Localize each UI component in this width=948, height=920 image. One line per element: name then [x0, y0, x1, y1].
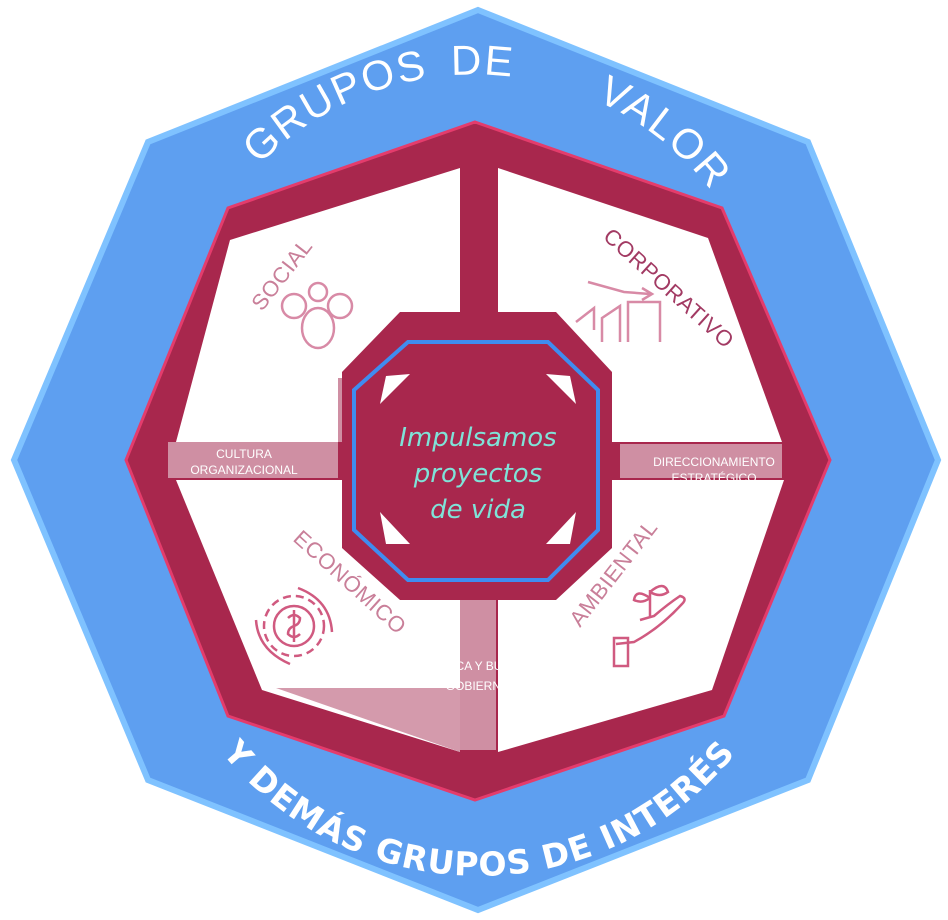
people-group-icon — [280, 281, 354, 350]
band-bottom-left-wedge — [276, 688, 460, 752]
band-bottom-line-2: GOBIERNO — [446, 679, 511, 693]
band-right-line-1: DIRECCIONAMIENTO — [653, 455, 775, 469]
band-bottom-line-1: ÉTICA Y BUEN — [437, 658, 519, 673]
center-corner-br — [546, 512, 576, 544]
growth-chart-icon — [575, 280, 662, 342]
money-gear-icon — [254, 586, 334, 666]
band-left — [168, 442, 338, 478]
plant-in-hand-icon — [612, 584, 686, 668]
center-octagon — [342, 312, 612, 600]
band-left-line-2: ORGANIZACIONAL — [190, 463, 298, 477]
band-right — [620, 444, 782, 478]
center-corner-bl — [380, 512, 410, 544]
center-line-1: Impulsamos — [399, 423, 556, 453]
center-line-2: proyectos — [413, 459, 542, 489]
outer-word-de: DE — [450, 36, 514, 85]
center-corner-tr — [546, 374, 576, 404]
center-line-3: de vida — [430, 495, 526, 525]
band-labels: CULTURA ORGANIZACIONAL DIRECCIONAMIENTO … — [190, 447, 775, 693]
band-left-line-1: CULTURA — [216, 447, 272, 461]
outer-top-text-de: DE — [450, 36, 516, 85]
center-outline — [352, 340, 600, 582]
center-corner-tl — [380, 374, 410, 404]
center-hub: Impulsamos proyectos de vida — [342, 312, 612, 600]
band-bottom — [460, 600, 496, 750]
band-right-line-2: ESTRATÉGICO — [671, 470, 756, 485]
